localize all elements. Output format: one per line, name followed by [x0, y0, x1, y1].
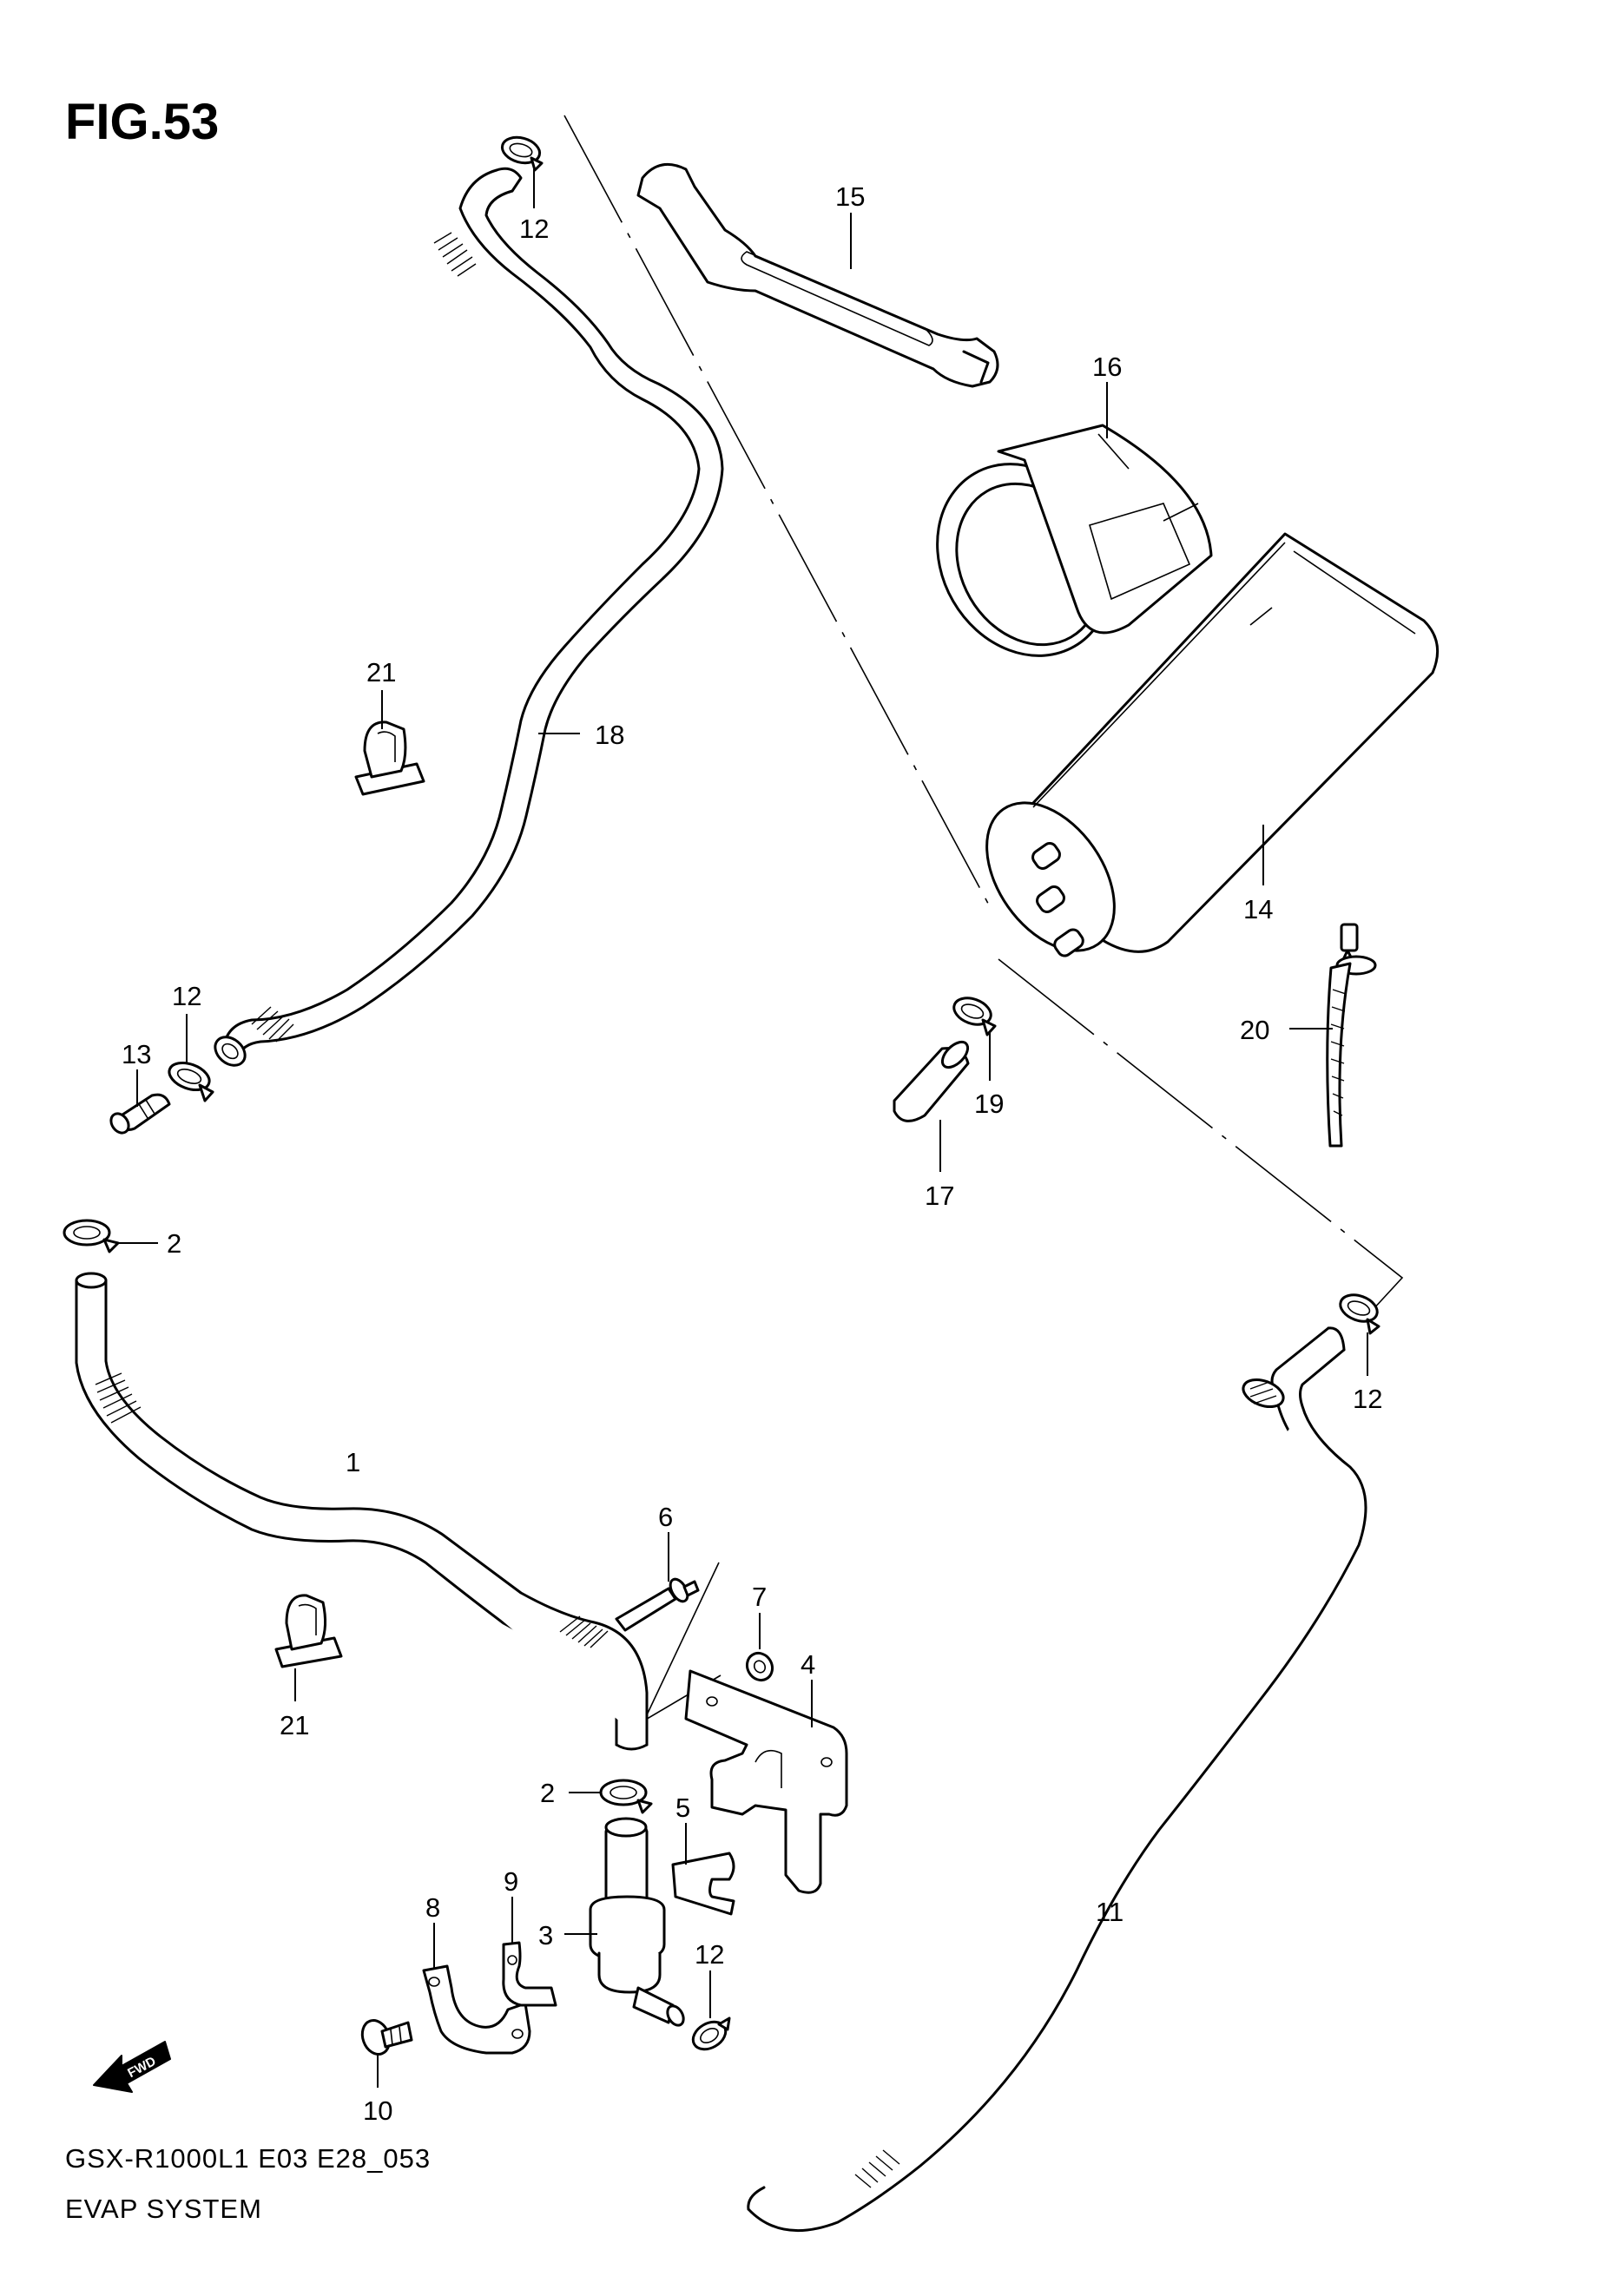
callout-12-left: 12	[172, 981, 201, 1011]
clip-5	[671, 1823, 735, 1916]
valve-3	[564, 1817, 685, 2027]
callout-12-bottom: 12	[695, 1939, 724, 1970]
clamp-2-top	[63, 1219, 158, 1253]
callout-19: 19	[974, 1089, 1004, 1119]
callout-2-mid: 2	[540, 1778, 555, 1808]
clamp-12-top	[500, 135, 544, 208]
callout-3: 3	[538, 1920, 553, 1951]
callout-15: 15	[835, 181, 865, 212]
figure-title: FIG.53	[65, 94, 219, 150]
system-name: EVAP SYSTEM	[65, 2194, 262, 2224]
callout-16: 16	[1092, 352, 1122, 382]
clip-21-top	[354, 690, 425, 796]
hose-11	[747, 1326, 1367, 2233]
fwd-arrow-icon: FWD	[93, 2041, 171, 2093]
hose-1	[75, 1272, 649, 1751]
clamp-19	[952, 997, 997, 1081]
reference-line-lower	[998, 958, 1404, 1312]
callout-12-right: 12	[1353, 1384, 1382, 1414]
rivet-6	[615, 1532, 700, 1632]
clip-21-bottom	[274, 1594, 343, 1701]
callout-6: 6	[658, 1502, 673, 1532]
clamp-12-bottom	[691, 1970, 731, 2051]
clamp-2-mid	[569, 1779, 653, 1814]
callout-18: 18	[595, 720, 624, 750]
callout-1: 1	[346, 1447, 360, 1477]
callout-8: 8	[425, 1892, 440, 1923]
hose-18	[214, 167, 724, 1067]
callout-5: 5	[675, 1793, 690, 1823]
bracket-4	[684, 1669, 848, 1894]
cap-17	[893, 1040, 970, 1172]
band-9	[502, 1897, 557, 2007]
reference-line-upper	[563, 115, 993, 912]
callout-4: 4	[801, 1649, 815, 1680]
callout-11: 11	[1096, 1897, 1123, 1927]
band-8	[422, 1923, 531, 2055]
callout-labels: 1 2 2 3 4 5 6 7 8 9 10 11 12 12 12 12 13…	[122, 181, 1382, 2126]
model-code: GSX-R1000L1 E03 E28_053	[65, 2143, 431, 2174]
strap-15	[636, 162, 999, 388]
washer-7	[745, 1613, 774, 1682]
callout-7: 7	[752, 1582, 767, 1612]
callout-13: 13	[122, 1039, 151, 1069]
callout-9: 9	[504, 1866, 518, 1897]
sleeve-16	[936, 382, 1213, 657]
callout-21-bottom: 21	[280, 1710, 309, 1740]
callout-17: 17	[925, 1181, 954, 1211]
callout-20: 20	[1240, 1015, 1269, 1045]
callout-12-top: 12	[519, 214, 549, 244]
screw-10	[360, 2019, 413, 2088]
callout-2-top: 2	[167, 1228, 181, 1259]
callout-10: 10	[363, 2095, 392, 2126]
clamp-12-right	[1339, 1293, 1380, 1376]
callout-14: 14	[1243, 894, 1273, 924]
callout-21-top: 21	[366, 657, 396, 687]
joint-13	[109, 1069, 171, 1135]
tie-strap-20	[1289, 923, 1377, 1148]
canister-14	[985, 532, 1440, 957]
clamp-12-left	[168, 1014, 214, 1102]
